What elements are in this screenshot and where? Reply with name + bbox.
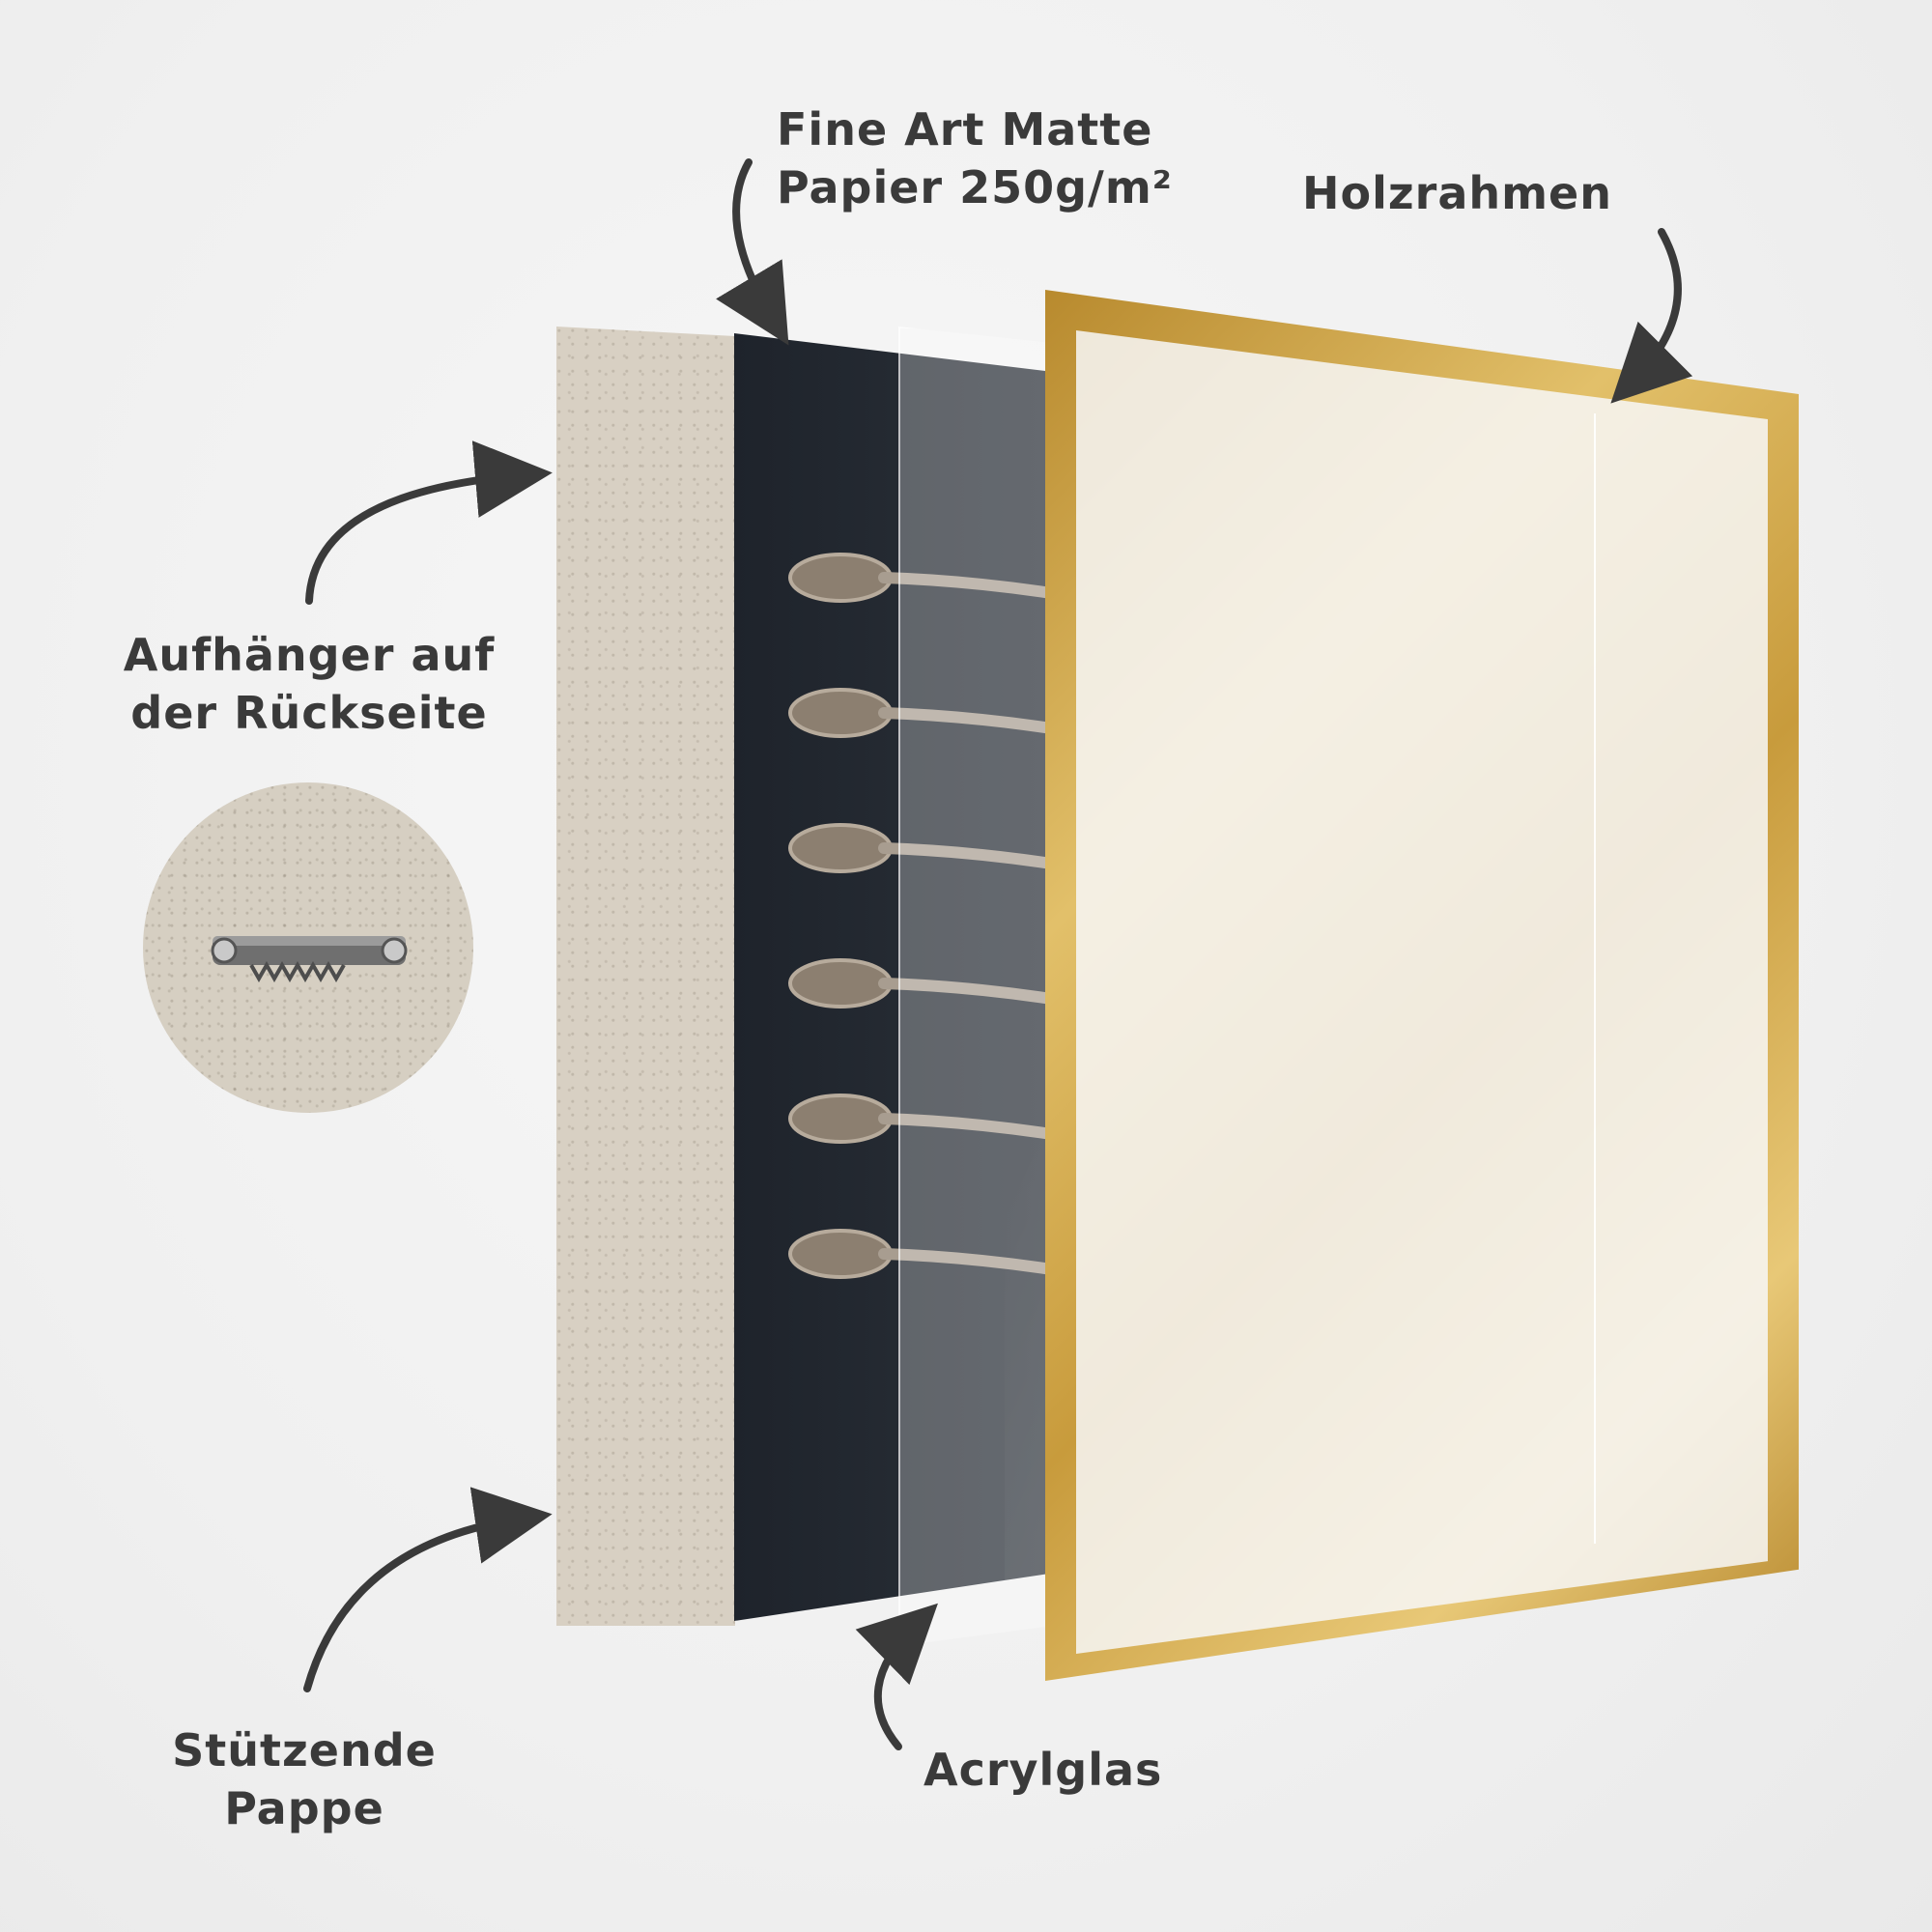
arrow-icon [855, 1603, 938, 1750]
arrow-icon [716, 158, 789, 346]
label-fine-art-paper: Fine Art Matte Papier 250g/m² [777, 100, 1173, 216]
wooden-frame-opening [1076, 330, 1768, 1654]
sawtooth-hanger-icon [211, 936, 408, 983]
arrow-icon [303, 1487, 553, 1692]
label-paper-line2: Papier 250g/m² [777, 161, 1173, 213]
arrow-icon [1610, 228, 1693, 404]
label-acrylic: Acrylglas [923, 1744, 1163, 1796]
supporting-cardboard-layer [556, 327, 735, 1626]
label-board-line1: Stützende [172, 1724, 437, 1776]
label-frame: Holzrahmen [1302, 167, 1612, 219]
arrow-icon [305, 440, 553, 605]
label-hanger: Aufhänger auf der Rückseite [106, 626, 512, 742]
label-board-line2: Pappe [224, 1782, 384, 1834]
label-hanger-line1: Aufhänger auf [123, 629, 496, 681]
label-cardboard: Stützende Pappe [145, 1721, 464, 1837]
label-paper-line1: Fine Art Matte [777, 103, 1153, 156]
frame-glass-edge [1594, 413, 1596, 1544]
label-hanger-line2: der Rückseite [130, 687, 488, 739]
